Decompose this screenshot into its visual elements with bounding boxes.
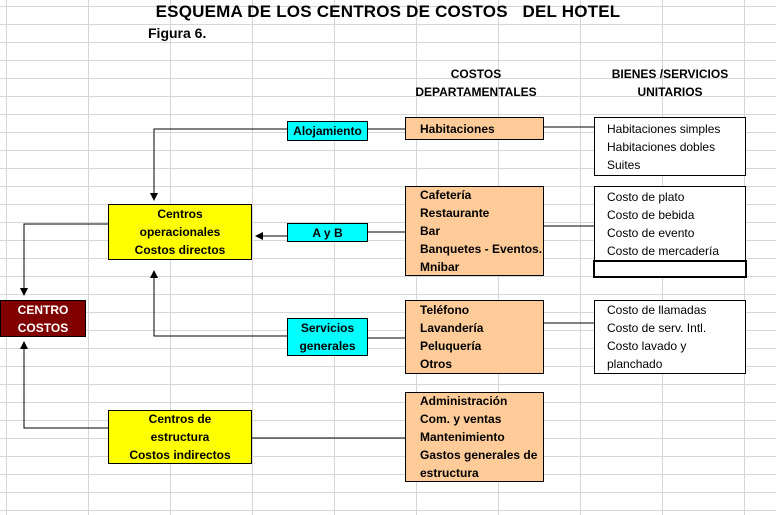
dept-item: Gastos generales de bbox=[420, 448, 538, 462]
servicios-generales-box: Servicios generales bbox=[287, 318, 368, 356]
dept-item: Administración bbox=[420, 394, 508, 408]
unit-item: Habitaciones simples bbox=[607, 121, 721, 136]
connector-servicios bbox=[150, 270, 287, 337]
dept-item: Mnibar bbox=[420, 260, 460, 274]
servicios-unitarios-box: Costo de llamadas Costo de serv. Intl. C… bbox=[594, 300, 746, 374]
centros-estructura-line: estructura bbox=[150, 430, 210, 444]
dept-item: Lavandería bbox=[420, 321, 484, 335]
centro-costos-box: CENTRO COSTOS bbox=[0, 300, 86, 337]
centro-costos-line: CENTRO bbox=[17, 302, 69, 317]
connector-estructura-centro bbox=[20, 341, 108, 429]
ayb-box: A y B bbox=[287, 223, 368, 242]
unit-item: Costo de bebida bbox=[607, 207, 695, 222]
unit-item: Habitaciones dobles bbox=[607, 139, 716, 154]
unit-item: Costo de serv. Intl. bbox=[607, 321, 707, 335]
ayb-unitarios-box: Costo de plato Costo de bebida Costo de … bbox=[594, 186, 746, 261]
header-line: DEPARTAMENTALES bbox=[415, 85, 537, 99]
dept-item: Otros bbox=[420, 357, 453, 371]
alojamiento-box: Alojamiento bbox=[287, 121, 368, 141]
centros-operacionales-line: Centros bbox=[157, 207, 203, 221]
unit-item: Costo de llamadas bbox=[607, 303, 707, 317]
selected-cell[interactable] bbox=[593, 260, 747, 278]
servicios-generales-line: Servicios bbox=[300, 321, 355, 335]
page-title: ESQUEMA DE LOS CENTROS DE COSTOS DEL HOT… bbox=[155, 2, 621, 21]
unit-item: Costo lavado y bbox=[607, 339, 687, 353]
habitaciones-label: Habitaciones bbox=[420, 121, 495, 136]
servicios-departamentos-box: Teléfono Lavandería Peluquería Otros bbox=[405, 300, 544, 374]
header-bienes-servicios: BIENES /SERVICIOS UNITARIOS bbox=[594, 65, 746, 101]
unit-item: Costo de evento bbox=[607, 225, 695, 240]
ayb-departamentos-box: Cafetería Restaurante Bar Banquetes - Ev… bbox=[405, 186, 544, 276]
unit-item: Costo de mercadería bbox=[607, 243, 720, 258]
ayb-label: A y B bbox=[312, 225, 343, 240]
header-costos-departamentales: COSTOS DEPARTAMENTALES bbox=[406, 65, 546, 101]
dept-item: Bar bbox=[420, 224, 441, 238]
centros-operacionales-line: Costos directos bbox=[134, 243, 226, 257]
habitaciones-box: Habitaciones bbox=[405, 117, 544, 140]
dept-item: Mantenimiento bbox=[420, 430, 505, 444]
unit-item: Suites bbox=[607, 157, 641, 172]
connector-alojamiento bbox=[150, 128, 287, 201]
centros-operacionales-box: Centros operacionales Costos directos bbox=[108, 204, 252, 260]
centro-costos-line: COSTOS bbox=[17, 320, 69, 335]
dept-item: Com. y ventas bbox=[420, 412, 502, 426]
figure-label: Figura 6. bbox=[148, 25, 207, 41]
unit-item: Costo de plato bbox=[607, 189, 685, 204]
dept-item: Teléfono bbox=[420, 303, 470, 317]
centros-estructura-line: Costos indirectos bbox=[129, 448, 231, 462]
alojamiento-label: Alojamiento bbox=[293, 124, 362, 138]
header-line: BIENES /SERVICIOS bbox=[611, 67, 729, 81]
header-line: COSTOS bbox=[450, 67, 502, 81]
connector-operacionales-centro bbox=[20, 223, 108, 296]
centros-estructura-box: Centros de estructura Costos indirectos bbox=[108, 410, 252, 464]
dept-item: Banquetes - Eventos. bbox=[420, 242, 543, 256]
estructura-departamentos-box: Administración Com. y ventas Mantenimien… bbox=[405, 392, 544, 482]
dept-item: Peluquería bbox=[420, 339, 482, 353]
dept-item: estructura bbox=[420, 466, 479, 480]
header-line: UNITARIOS bbox=[637, 85, 703, 99]
habitaciones-unitarios-box: Habitaciones simples Habitaciones dobles… bbox=[594, 117, 746, 176]
dept-item: Restaurante bbox=[420, 206, 490, 220]
centros-estructura-line: Centros de bbox=[148, 412, 212, 426]
unit-item: planchado bbox=[607, 357, 663, 371]
servicios-generales-line: generales bbox=[299, 339, 356, 353]
centros-operacionales-line: operacionales bbox=[139, 225, 221, 239]
dept-item: Cafetería bbox=[420, 188, 472, 202]
